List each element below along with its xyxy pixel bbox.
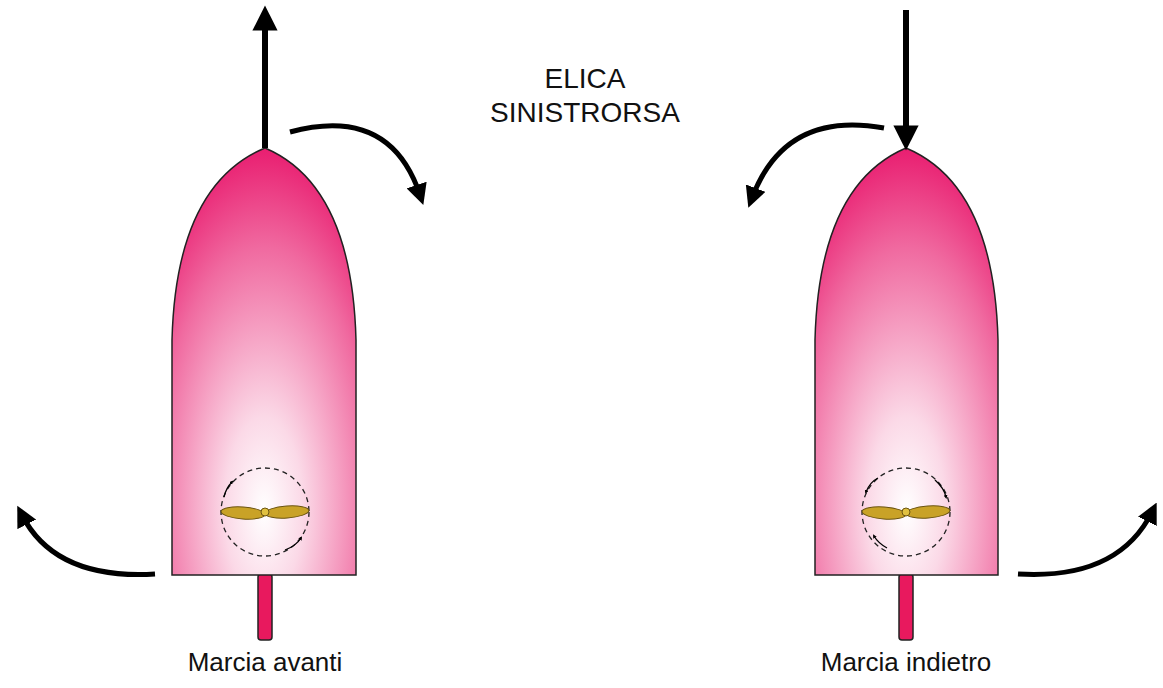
- rudder: [258, 574, 272, 640]
- rotation-arrow: [874, 536, 887, 548]
- boat-forward: [22, 18, 420, 640]
- rotation-arrow: [285, 538, 301, 550]
- hull: [172, 148, 356, 575]
- rotation-circle: [862, 468, 950, 556]
- title: ELICA SINISTRORSA: [465, 62, 705, 130]
- propeller-blade: [221, 505, 266, 520]
- propeller-hub: [261, 508, 269, 516]
- bow-turn-arrow: [752, 125, 884, 198]
- rudder: [899, 574, 913, 640]
- rotation-arrow: [224, 482, 232, 497]
- motion-arrow: [262, 18, 268, 148]
- rotation-arrow: [935, 480, 946, 497]
- motion-arrow: [903, 10, 909, 138]
- rotation-arrow: [866, 478, 878, 492]
- propeller-hub: [902, 508, 910, 516]
- stern-turn-arrow: [22, 515, 155, 575]
- propeller-blade: [862, 505, 907, 520]
- bow-turn-arrow: [290, 126, 420, 195]
- boat-reverse: [752, 10, 1152, 640]
- hull: [815, 148, 998, 575]
- propeller-blade: [906, 504, 951, 519]
- caption-label: Marcia avanti: [188, 646, 343, 678]
- caption-label: Marcia indietro: [821, 646, 992, 678]
- rotation-circle: [221, 468, 309, 556]
- propeller-blade: [265, 504, 310, 519]
- stern-turn-arrow: [1018, 512, 1152, 574]
